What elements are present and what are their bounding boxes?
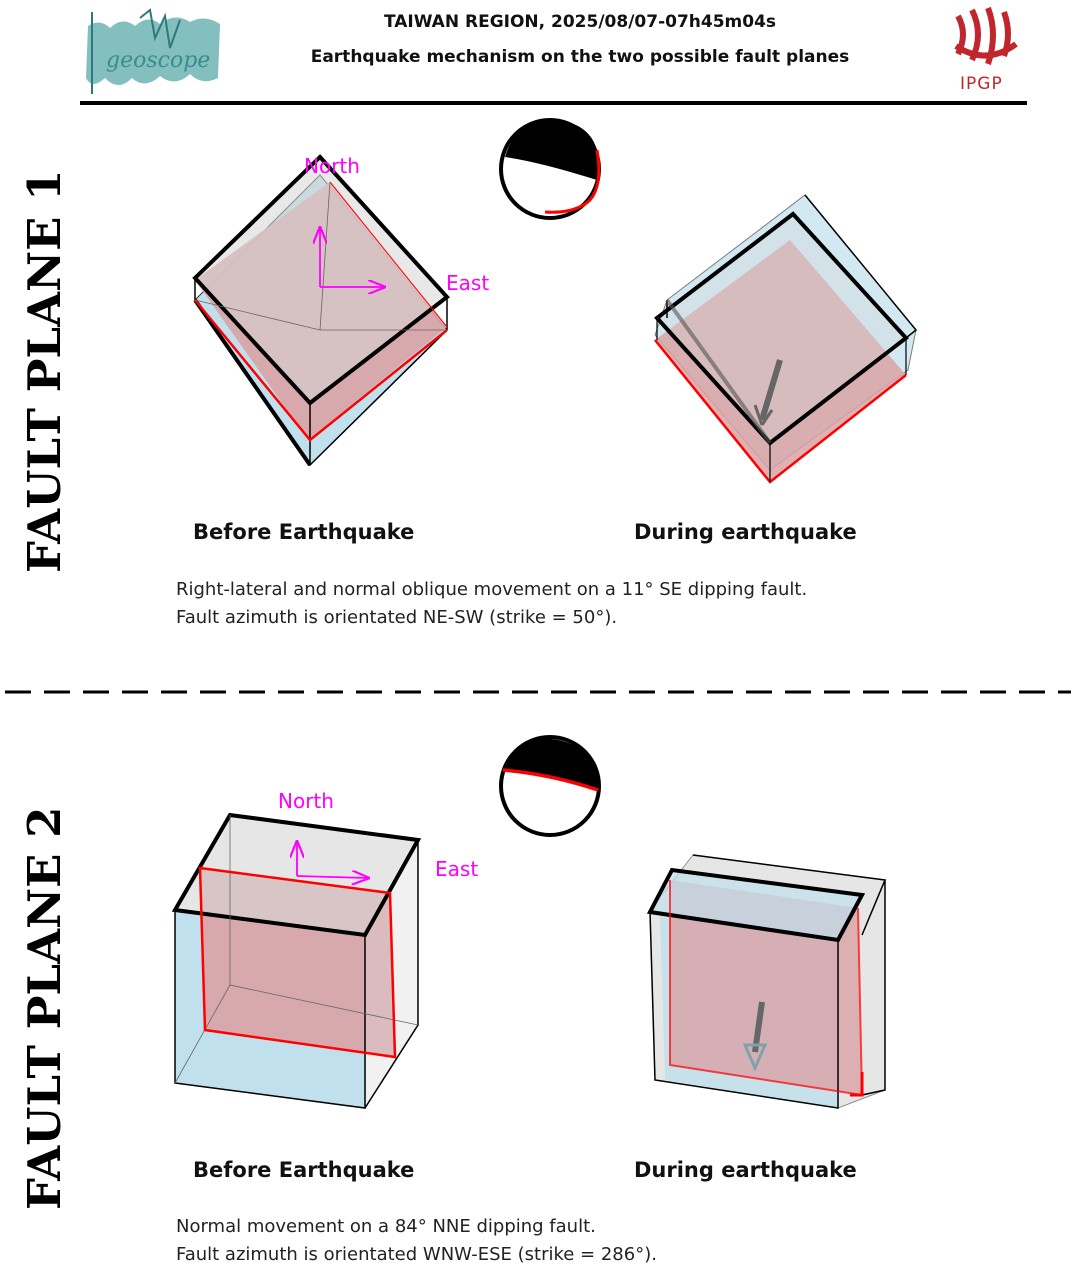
page-subtitle: Earthquake mechanism on the two possible… — [310, 47, 850, 67]
during-caption-2: During earthquake — [634, 1158, 857, 1182]
before-block-1 — [192, 154, 450, 467]
description-2-line-2: Fault azimuth is orientated WNW-ESE (str… — [176, 1244, 657, 1265]
compass-2 — [297, 842, 368, 878]
fault-plane-2-label: FAULT PLANE 2 — [18, 806, 71, 1210]
fault-plane-1-label: FAULT PLANE 1 — [18, 169, 71, 573]
north-label-1: North — [304, 154, 360, 178]
before-caption-1: Before Earthquake — [193, 520, 415, 544]
before-caption-2: Before Earthquake — [193, 1158, 415, 1182]
compass-1 — [320, 228, 384, 287]
east-label-2: East — [435, 857, 479, 881]
north-label-2: North — [278, 789, 334, 813]
page-title: TAIWAN REGION, 2025/08/07-07h45m04s — [383, 12, 777, 32]
description-1-line-1: Right-lateral and normal oblique movemen… — [176, 579, 808, 600]
beachball-1 — [499, 118, 601, 220]
description-1-line-2: Fault azimuth is orientated NE-SW (strik… — [176, 607, 618, 628]
east-label-1: East — [446, 271, 490, 295]
geoscope-logo-text: geoscope — [106, 48, 211, 73]
ipgp-logo-text: IPGP — [960, 74, 1003, 94]
beachball-2 — [499, 735, 601, 837]
during-block-2 — [646, 854, 887, 1109]
description-2-line-1: Normal movement on a 84° NNE dipping fau… — [176, 1216, 596, 1237]
during-caption-1: During earthquake — [634, 520, 857, 544]
during-block-1 — [654, 194, 918, 484]
